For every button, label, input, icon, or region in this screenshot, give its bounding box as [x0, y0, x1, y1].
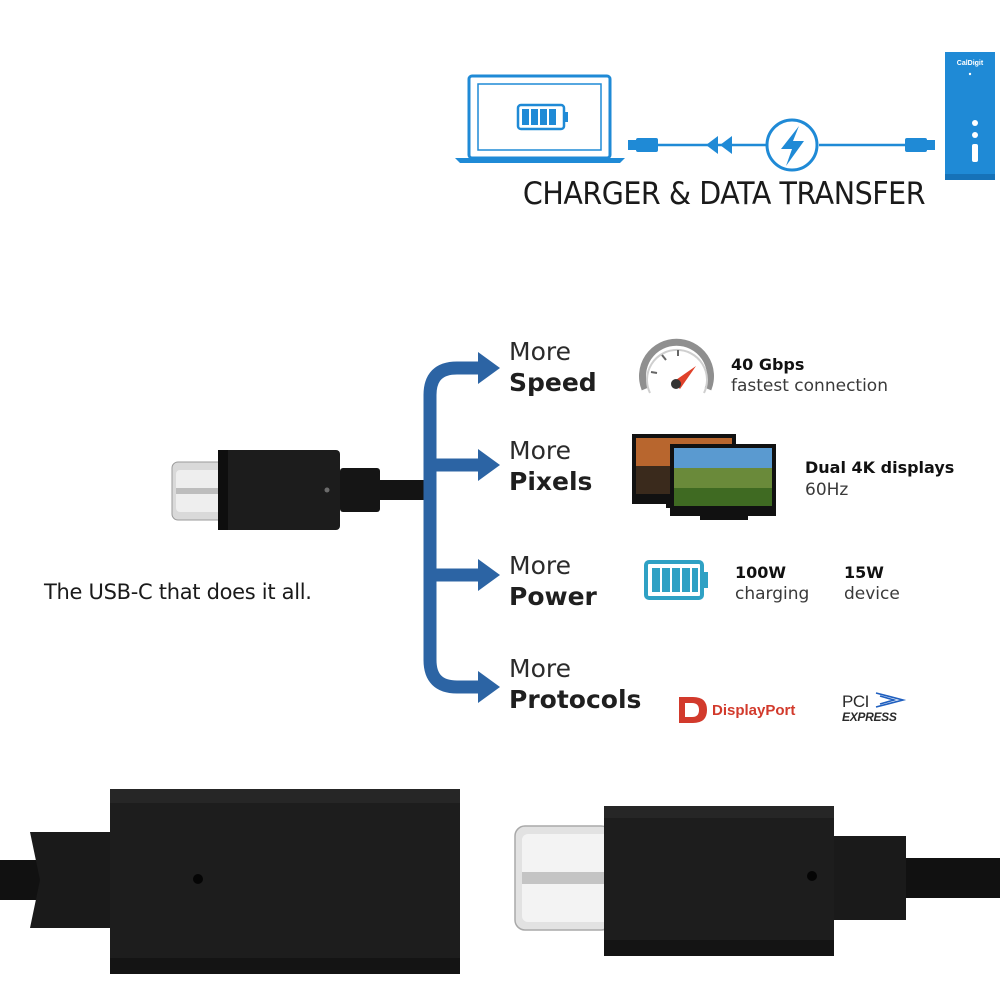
charging-desc: charging	[735, 584, 810, 604]
pixels-value: Dual 4K displays	[805, 458, 955, 477]
dock-brand-label: CalDigit	[956, 60, 984, 67]
speed-value: 40 Gbps	[731, 355, 805, 374]
feature-name-protocols: Protocols	[509, 685, 642, 714]
pci-express-label: EXPRESS	[842, 710, 897, 724]
speed-desc: fastest connection	[731, 376, 888, 396]
usb-c-female-connector	[0, 789, 460, 974]
pixels-desc: 60Hz	[805, 480, 849, 500]
battery-full-icon	[644, 560, 708, 600]
displayport-label: DisplayPort	[712, 702, 796, 719]
pci-express-logo	[875, 692, 907, 708]
battery-icon	[516, 103, 568, 131]
device-value: 15W	[844, 563, 884, 582]
usb-c-male-plug	[514, 806, 1000, 956]
banner-title: CHARGER & DATA TRANSFER	[522, 176, 926, 212]
usb-c-feature-diagram	[171, 338, 907, 723]
feature-prefix-pixels: More	[509, 436, 571, 465]
speedometer-icon	[639, 338, 714, 394]
branch-arrows-graphic	[423, 361, 487, 694]
feature-prefix-speed: More	[509, 337, 571, 366]
charger-banner-graphic	[455, 52, 995, 180]
branch-arrowheads	[478, 352, 500, 703]
displayport-logo	[679, 697, 707, 723]
feature-name-speed: Speed	[509, 368, 597, 397]
laptop-icon	[455, 74, 625, 163]
feature-name-pixels: Pixels	[509, 467, 593, 496]
feature-prefix-protocols: More	[509, 654, 571, 683]
dock-icon	[945, 52, 995, 180]
pci-label: PCI	[842, 692, 869, 711]
usb-c-plug-graphic	[171, 450, 430, 530]
tagline: The USB-C that does it all.	[44, 580, 312, 604]
device-desc: device	[844, 584, 900, 604]
lightning-bolt-icon	[765, 118, 819, 172]
cable-ends-graphic	[0, 789, 1000, 974]
charge-cable-graphic	[628, 136, 935, 154]
feature-prefix-power: More	[509, 551, 571, 580]
feature-name-power: Power	[509, 582, 597, 611]
dual-monitor-icon	[632, 434, 776, 520]
charging-value: 100W	[735, 563, 787, 582]
